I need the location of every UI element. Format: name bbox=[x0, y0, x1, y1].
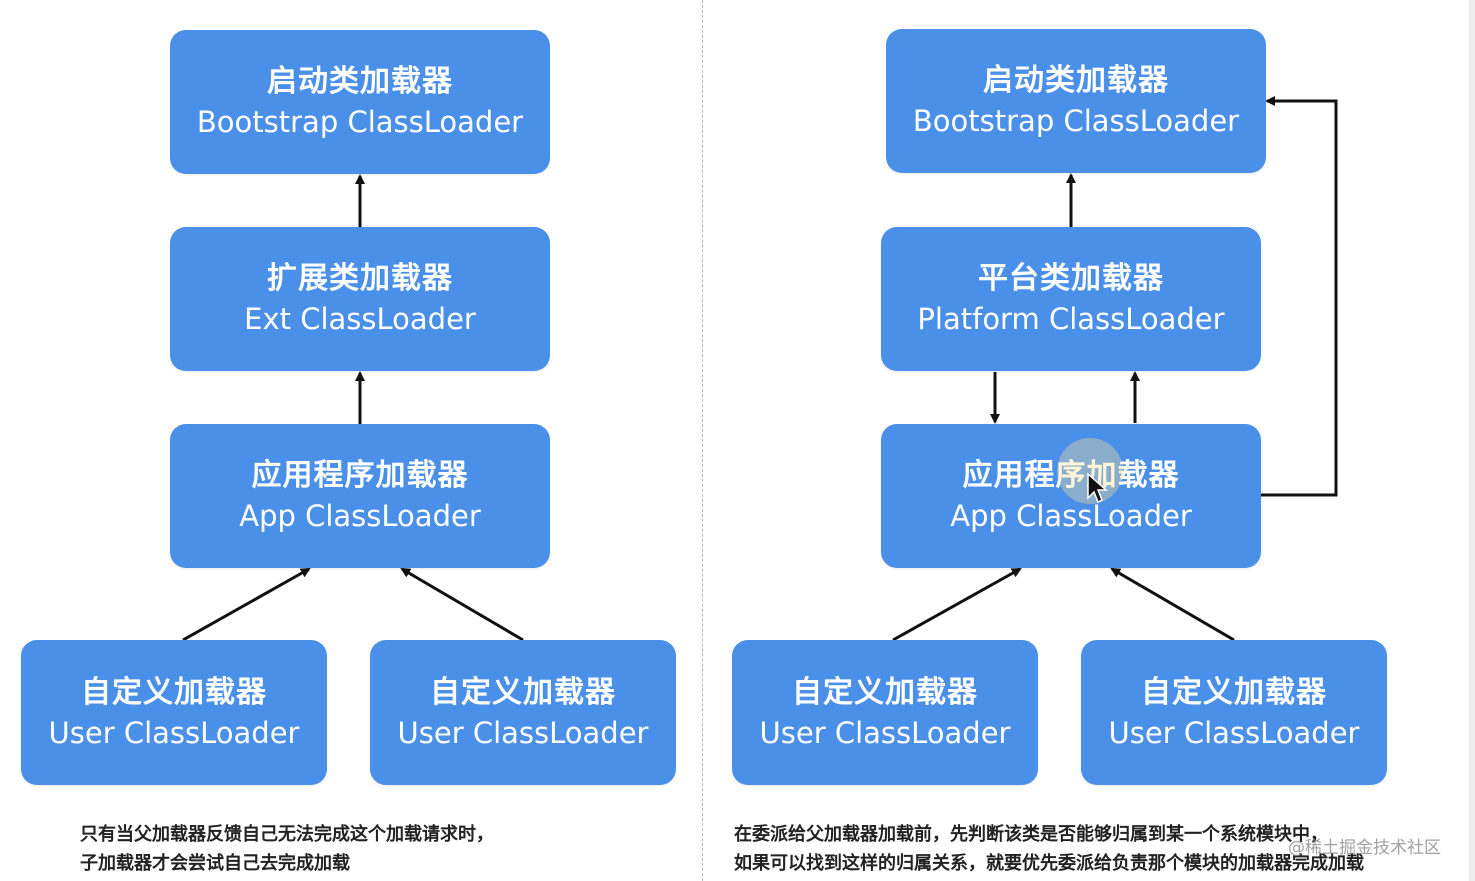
ext-zh-label: 扩展类加载器 bbox=[267, 261, 453, 296]
edge-shade bbox=[1469, 0, 1475, 881]
app-right-zh-label: 应用程序加载器 bbox=[962, 458, 1180, 493]
arrow-user2-to-app bbox=[400, 567, 524, 642]
bootstrap-zh-label: 启动类加载器 bbox=[267, 64, 453, 99]
mouse-pointer-icon bbox=[1087, 472, 1108, 504]
panel-divider bbox=[702, 0, 703, 881]
user-classloader-box-1: 自定义加载器 User ClassLoader bbox=[21, 640, 327, 785]
left-caption: 只有当父加载器反馈自己无法完成这个加载请求时， 子加载器才会尝试自己去完成加载 bbox=[80, 820, 494, 878]
platform-en-label: Platform ClassLoader bbox=[917, 302, 1225, 336]
user2-zh-label: 自定义加载器 bbox=[430, 674, 616, 710]
bootstrap-en-label: Bootstrap ClassLoader bbox=[196, 105, 524, 139]
platform-classloader-box: 平台类加载器 Platform ClassLoader bbox=[881, 227, 1261, 371]
user-classloader-box-4: 自定义加载器 User ClassLoader bbox=[1081, 640, 1387, 785]
platform-zh-label: 平台类加载器 bbox=[978, 261, 1164, 296]
ext-classloader-box: 扩展类加载器 Ext ClassLoader bbox=[170, 227, 550, 371]
left-caption-line-2: 子加载器才会尝试自己去完成加载 bbox=[80, 853, 350, 874]
app-en-label: App ClassLoader bbox=[239, 499, 481, 533]
left-caption-line-1: 只有当父加载器反馈自己无法完成这个加载请求时， bbox=[80, 824, 494, 845]
bootstrap-classloader-box-right: 启动类加载器 Bootstrap ClassLoader bbox=[886, 29, 1266, 173]
ext-en-label: Ext ClassLoader bbox=[244, 302, 476, 336]
arrow-user1-to-app bbox=[182, 567, 311, 642]
user4-en-label: User ClassLoader bbox=[1108, 715, 1360, 750]
right-caption-line-1: 在委派给父加载器加载前，先判断该类是否能够归属到某一个系统模块中， bbox=[734, 824, 1328, 845]
bootstrap-right-zh-label: 启动类加载器 bbox=[983, 63, 1169, 98]
user-classloader-box-3: 自定义加载器 User ClassLoader bbox=[732, 640, 1038, 785]
user2-en-label: User ClassLoader bbox=[397, 715, 649, 750]
user3-en-label: User ClassLoader bbox=[759, 715, 1011, 750]
app-classloader-box: 应用程序加载器 App ClassLoader bbox=[170, 424, 550, 568]
bootstrap-classloader-box: 启动类加载器 Bootstrap ClassLoader bbox=[170, 30, 550, 174]
right-caption-line-2: 如果可以找到这样的归属关系，就要优先委派给负责那个模块的加载器完成加载 bbox=[734, 853, 1364, 874]
bootstrap-right-en-label: Bootstrap ClassLoader bbox=[912, 104, 1240, 138]
app-right-en-label: App ClassLoader bbox=[950, 499, 1192, 533]
user4-zh-label: 自定义加载器 bbox=[1141, 674, 1327, 710]
right-caption: 在委派给父加载器加载前，先判断该类是否能够归属到某一个系统模块中， 如果可以找到… bbox=[734, 820, 1364, 878]
arrow-user3-to-app bbox=[892, 567, 1022, 642]
user1-zh-label: 自定义加载器 bbox=[81, 674, 267, 710]
arrow-app-to-bootstrap bbox=[1261, 96, 1338, 497]
app-zh-label: 应用程序加载器 bbox=[251, 458, 469, 493]
user-classloader-box-2: 自定义加载器 User ClassLoader bbox=[370, 640, 676, 785]
watermark: @稀土掘金技术社区 bbox=[1288, 838, 1441, 858]
user3-zh-label: 自定义加载器 bbox=[792, 674, 978, 710]
arrow-user4-to-app bbox=[1110, 567, 1235, 642]
user1-en-label: User ClassLoader bbox=[48, 715, 300, 750]
app-classloader-box-right: 应用程序加载器 App ClassLoader bbox=[881, 424, 1261, 568]
